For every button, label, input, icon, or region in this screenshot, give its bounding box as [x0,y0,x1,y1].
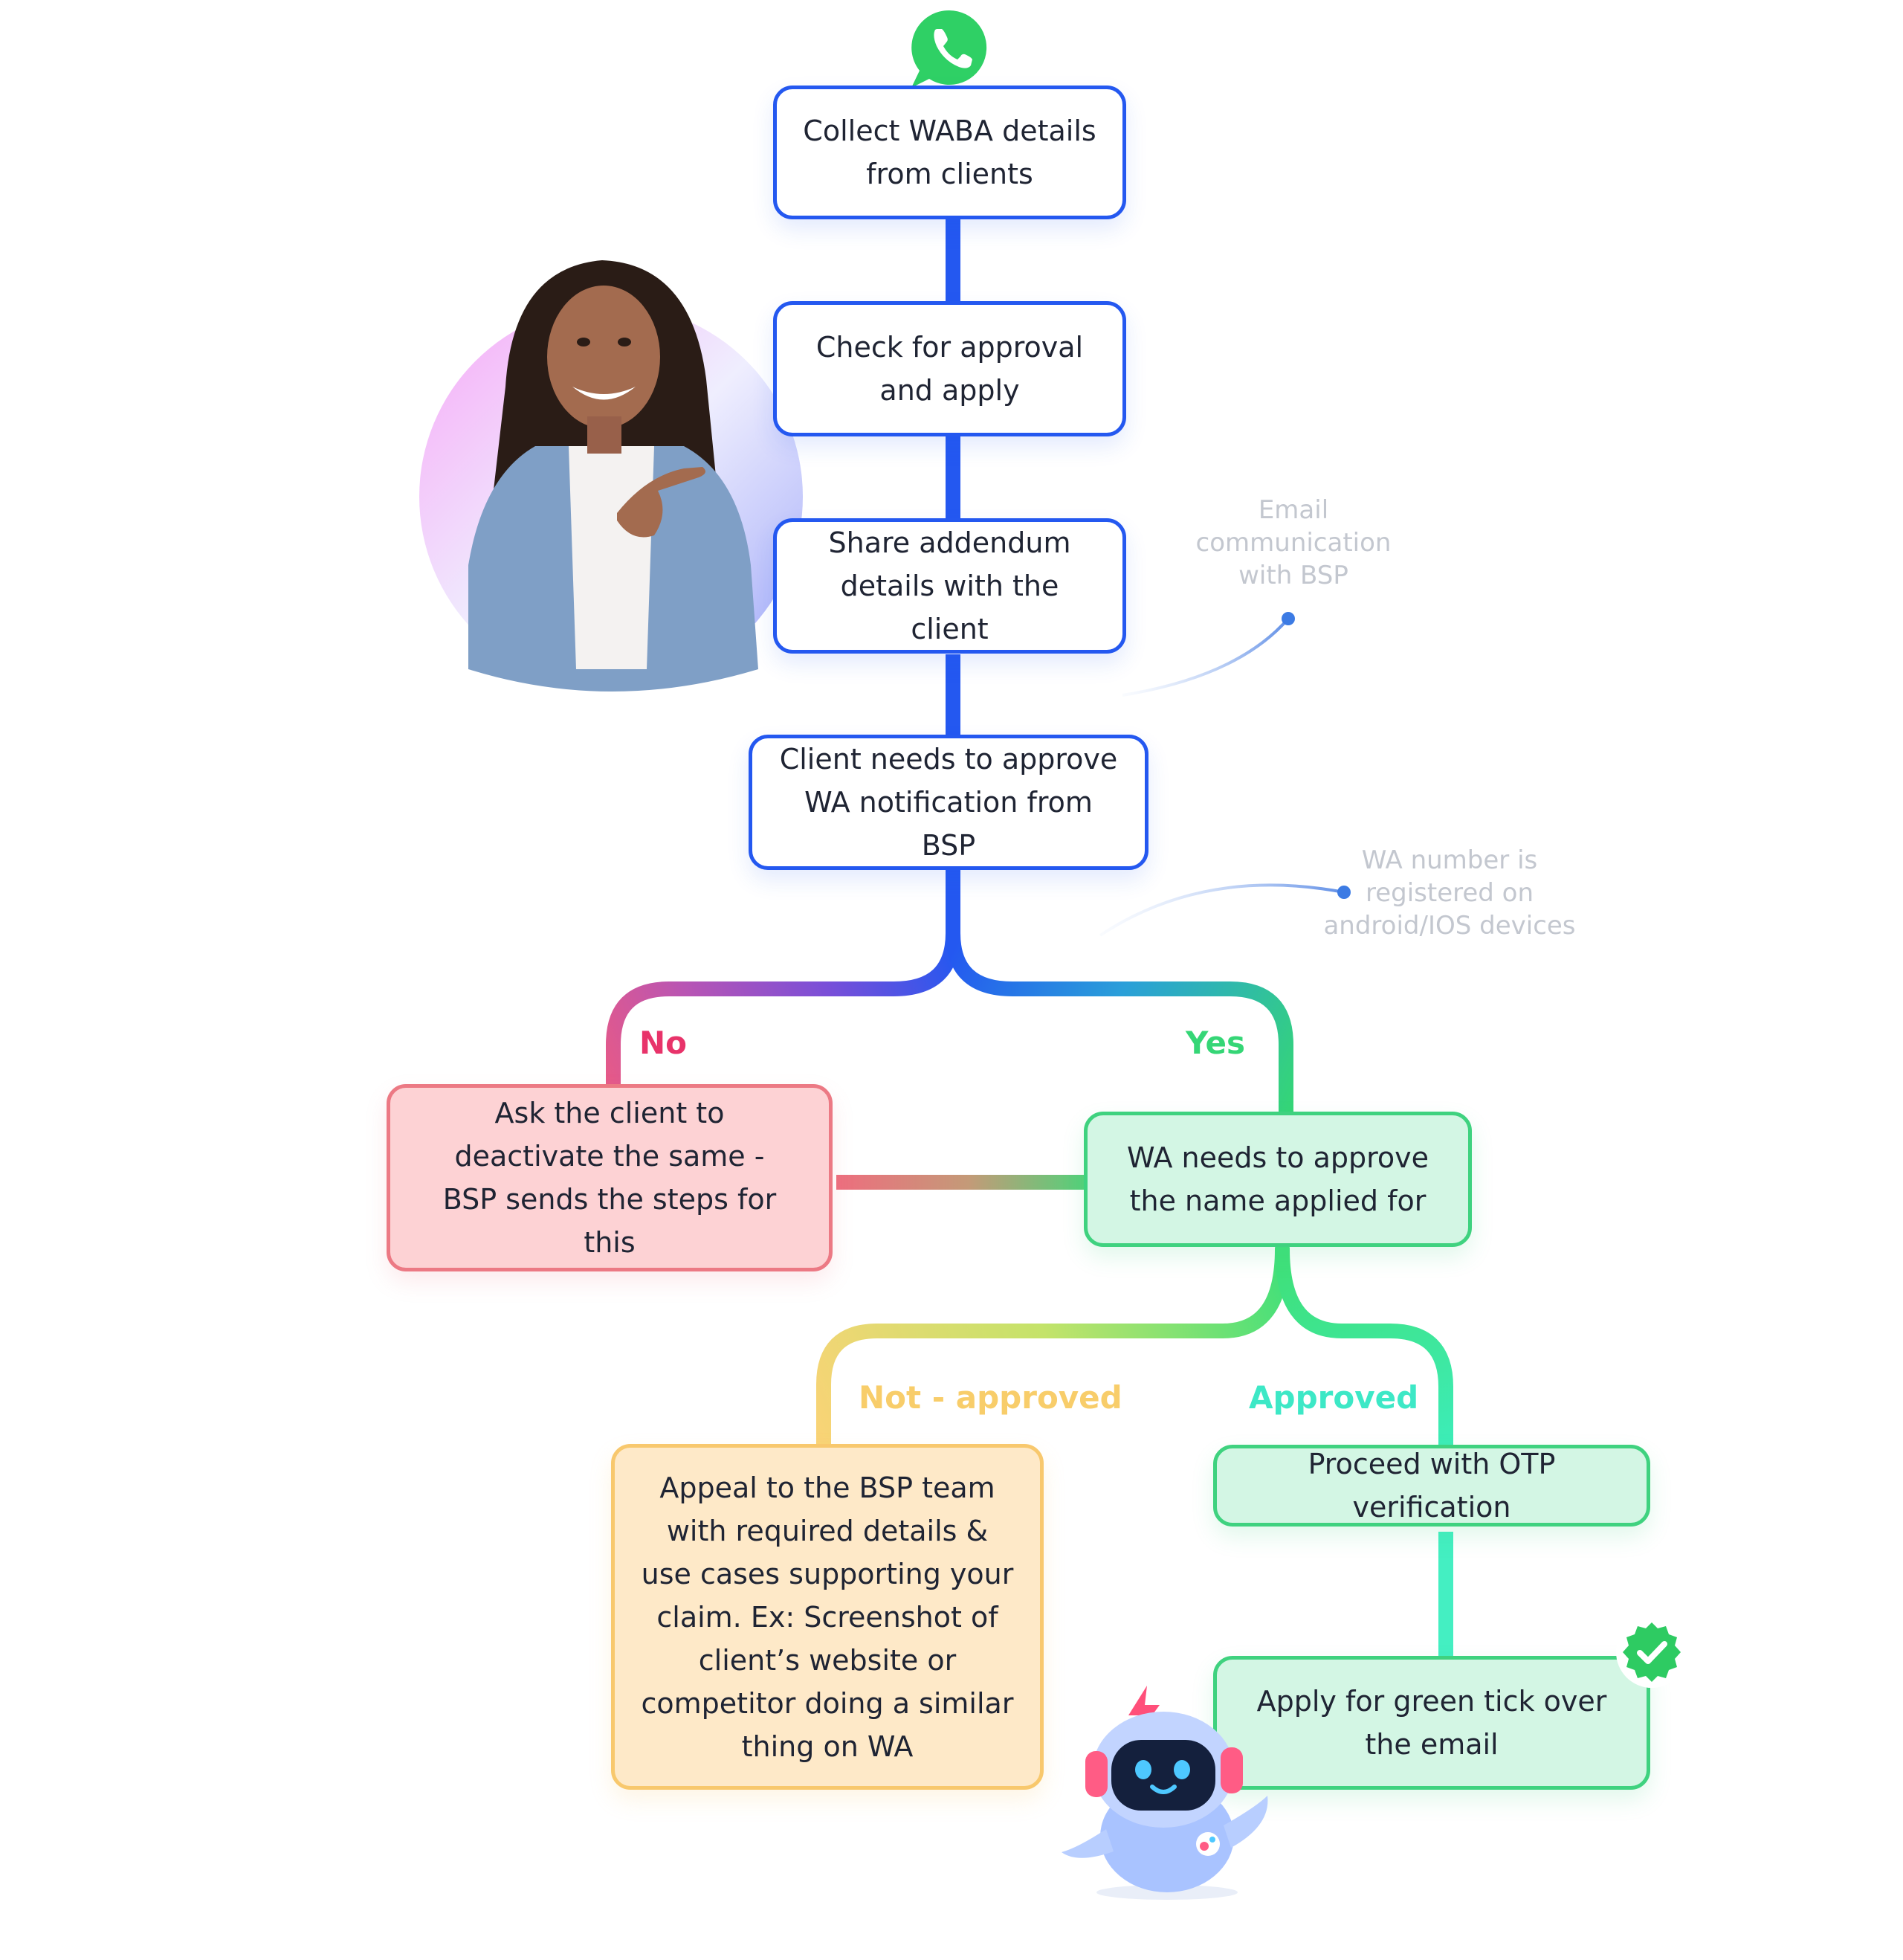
note-wa-number-text: WA number is registered on android/IOS d… [1323,845,1576,941]
step-green-tick: Apply for green tick over the email [1213,1656,1650,1790]
note-email-dot [1282,612,1295,625]
branch-label-approved: Approved [1249,1379,1419,1416]
step-appeal: Appeal to the BSP team with required det… [611,1444,1044,1790]
note-email-curve [1122,617,1290,697]
step-share-addendum-label: Share addendum details with the client [828,526,1071,645]
woman-pointing-photo [419,260,803,692]
robot-mascot [1048,1677,1286,1900]
note-email-communication: Email communication with BSP [1182,494,1405,592]
step-green-tick-label: Apply for green tick over the email [1256,1685,1607,1761]
note-wa-number: WA number is registered on android/IOS d… [1323,844,1576,942]
connector-no-branch [606,926,960,1100]
connector-not-approved-branch [816,1242,1290,1461]
connector-yes-branch [946,926,1293,1126]
step-otp-verification: Proceed with OTP verification [1213,1445,1650,1527]
step-collect-waba: Collect WABA details from clients [773,86,1126,219]
note-email-text: Email communication with BSP [1195,495,1392,590]
step-otp-verification-label: Proceed with OTP verification [1308,1448,1556,1524]
step-check-approval: Check for approval and apply [773,301,1126,436]
branch-label-yes: Yes [1186,1025,1246,1061]
whatsapp-icon [899,0,1000,100]
verified-check-icon [1615,1615,1689,1689]
step-client-approve: Client needs to approve WA notification … [749,735,1148,870]
note-wa-number-dot [1337,886,1351,899]
step-appeal-label: Appeal to the BSP team with required det… [641,1471,1014,1763]
step-wa-approve-name-label: WA needs to approve the name applied for [1126,1141,1429,1217]
step-deactivate: Ask the client to deactivate the same - … [387,1084,833,1271]
step-deactivate-label: Ask the client to deactivate the same - … [442,1097,777,1259]
step-check-approval-label: Check for approval and apply [815,331,1084,407]
branch-label-not-approved: Not - approved [859,1379,1122,1416]
step-wa-approve-name: WA needs to approve the name applied for [1084,1112,1472,1247]
branch-label-no: No [639,1025,688,1061]
connector-approved-branch [1275,1242,1453,1461]
step-collect-waba-label: Collect WABA details from clients [803,115,1096,190]
step-share-addendum: Share addendum details with the client [773,518,1126,654]
note-wa-number-curve [1099,883,1345,937]
step-client-approve-label: Client needs to approve WA notification … [779,743,1118,862]
